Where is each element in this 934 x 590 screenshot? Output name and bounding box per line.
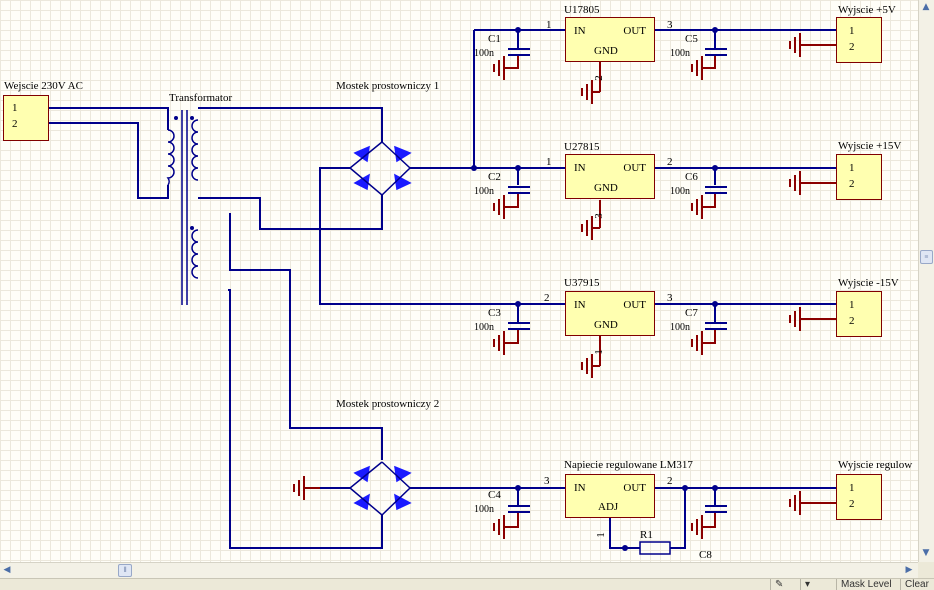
horizontal-scrollbar[interactable]: ◀ ⦀ ▶ <box>0 562 918 578</box>
pin-number: 3 <box>592 213 605 219</box>
vertical-scrollbar[interactable]: ▲ ≡ ▼ <box>918 0 934 562</box>
capacitor-c1-name: C1 <box>488 33 501 45</box>
pin-number: 3 <box>667 19 673 31</box>
output-2-label: Wyjscie +15V <box>838 140 902 152</box>
scroll-down-icon[interactable]: ▼ <box>922 548 930 558</box>
pin-in: IN <box>574 482 586 494</box>
vertical-scroll-thumb[interactable]: ≡ <box>920 250 933 264</box>
regulator-1[interactable]: IN OUT GND <box>565 17 655 62</box>
pin-number: 2 <box>544 292 550 304</box>
schematic-canvas[interactable]: Wejscie 230V AC 1 2 Transformator Mostek… <box>0 0 918 562</box>
pin-1: 1 <box>849 299 855 311</box>
r1-symbol <box>639 541 671 555</box>
scroll-left-icon[interactable]: ◀ <box>3 565 11 575</box>
capacitor-c8-name: C8 <box>699 549 712 561</box>
output-connector-2[interactable]: 1 2 <box>836 154 882 200</box>
capacitor-c4-value: 100n <box>474 504 494 515</box>
pin-out: OUT <box>623 482 646 494</box>
regulator-2[interactable]: IN OUT GND <box>565 154 655 199</box>
scroll-right-icon[interactable]: ▶ <box>905 565 913 575</box>
mask-dropdown-icon[interactable]: ▾ <box>800 579 835 590</box>
bridge-1-symbol <box>348 141 412 197</box>
pin-adj: ADJ <box>598 501 619 513</box>
scrollbar-corner <box>918 562 934 578</box>
pin-out: OUT <box>623 162 646 174</box>
pin-1: 1 <box>12 102 18 114</box>
transformer-label: Transformator <box>169 92 233 104</box>
capacitor-c3-name: C3 <box>488 307 501 319</box>
capacitor-c1-value: 100n <box>474 48 494 59</box>
transformer-symbol <box>166 110 199 305</box>
capacitor-c6-name: C6 <box>685 171 698 183</box>
capacitor-c2-value: 100n <box>474 186 494 197</box>
output-connector-3[interactable]: 1 2 <box>836 291 882 337</box>
pin-2: 2 <box>849 41 855 53</box>
input-connector-label: Wejscie 230V AC <box>4 80 83 92</box>
pin-out: OUT <box>623 299 646 311</box>
bridge-2-label: Mostek prostowniczy 2 <box>336 398 440 410</box>
pin-2: 2 <box>849 315 855 327</box>
regulator-3[interactable]: IN OUT GND <box>565 291 655 336</box>
pin-number: 2 <box>667 156 673 168</box>
capacitor-c4-name: C4 <box>488 489 501 501</box>
pin-1: 1 <box>849 25 855 37</box>
pin-1: 1 <box>849 162 855 174</box>
capacitor-c5-value: 100n <box>670 48 690 59</box>
pin-2: 2 <box>849 178 855 190</box>
pin-number: 1 <box>592 349 605 355</box>
mask-level-button[interactable]: Mask Level <box>836 579 892 590</box>
regulator-1-designator: U17805 <box>564 4 600 16</box>
pin-gnd: GND <box>594 319 618 331</box>
pin-gnd: GND <box>594 45 618 57</box>
regulator-4[interactable]: IN OUT ADJ <box>565 474 655 518</box>
pencil-icon[interactable]: ✎ <box>770 579 799 590</box>
bridge-1-label: Mostek prostowniczy 1 <box>336 80 440 92</box>
regulator-3-designator: U37915 <box>564 277 600 289</box>
capacitor-c6-value: 100n <box>670 186 690 197</box>
regulator-4-designator: Napiecie regulowane LM317 <box>564 459 693 471</box>
output-connector-4[interactable]: 1 2 <box>836 474 882 520</box>
capacitor-c3-value: 100n <box>474 322 494 333</box>
status-bar: ✎ ▾ Mask Level Clear <box>0 578 934 590</box>
capacitor-c5-name: C5 <box>685 33 698 45</box>
wiring-layer <box>47 27 836 555</box>
output-connector-1[interactable]: 1 2 <box>836 17 882 63</box>
pin-2: 2 <box>849 498 855 510</box>
capacitor-c7-value: 100n <box>670 322 690 333</box>
bridge-2-symbol <box>348 461 412 517</box>
capacitor-c7-name: C7 <box>685 307 698 319</box>
input-connector[interactable]: 1 2 <box>3 95 49 141</box>
pin-out: OUT <box>623 25 646 37</box>
pin-number: 3 <box>544 475 550 487</box>
pin-number: 2 <box>667 475 673 487</box>
capacitor-c2-name: C2 <box>488 171 501 183</box>
resistor-r1-name: R1 <box>640 529 653 541</box>
output-1-label: Wyjscie +5V <box>838 4 896 16</box>
pin-number: 3 <box>667 292 673 304</box>
pin-gnd: GND <box>594 182 618 194</box>
clear-button[interactable]: Clear <box>900 579 929 590</box>
pin-number: 2 <box>592 75 605 81</box>
pin-number: 1 <box>546 156 552 168</box>
pin-number: 1 <box>546 19 552 31</box>
regulator-2-designator: U27815 <box>564 141 600 153</box>
pin-in: IN <box>574 162 586 174</box>
pin-1: 1 <box>849 482 855 494</box>
scroll-up-icon[interactable]: ▲ <box>922 2 930 12</box>
pin-in: IN <box>574 299 586 311</box>
horizontal-scroll-thumb[interactable]: ⦀ <box>118 564 132 577</box>
pin-number: 1 <box>594 532 607 538</box>
output-4-label: Wyjscie regulow <box>838 459 913 471</box>
pin-in: IN <box>574 25 586 37</box>
pin-2: 2 <box>12 118 18 130</box>
output-3-label: Wyjscie -15V <box>838 277 899 289</box>
